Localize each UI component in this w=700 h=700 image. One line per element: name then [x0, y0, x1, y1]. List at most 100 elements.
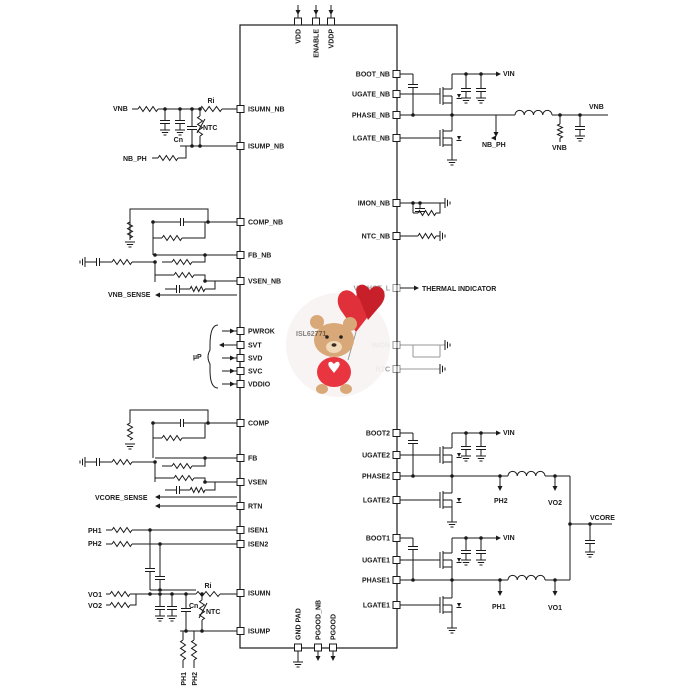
wire: [130, 594, 137, 606]
junction-dot: [153, 253, 157, 257]
arrow-down-icon: [497, 486, 503, 491]
net-ph1-left: PH1: [88, 528, 102, 535]
junction-dot: [588, 522, 592, 526]
ground-icon: [439, 231, 446, 241]
pin-isump_nb: [236, 142, 245, 150]
junction-dot: [148, 528, 152, 532]
arrow-right-icon: [230, 328, 235, 334]
resistor-vsen-nb-2: [189, 285, 206, 293]
ground-icon: [461, 455, 471, 462]
capacitor-boot-nb: [408, 84, 418, 88]
junction-dot: [479, 536, 483, 540]
resistor-comp-2: [161, 434, 183, 442]
pin-label: ISUMP: [248, 629, 271, 636]
mosfet-icon: [439, 491, 462, 509]
junction-dot: [170, 592, 174, 596]
pin-ntc_nb: [392, 232, 401, 240]
wire: [178, 146, 187, 159]
junction-dot: [450, 113, 454, 117]
pin-label: RTN: [248, 504, 262, 511]
pin-rtn: [236, 502, 245, 510]
resistor-comp-nb-2: [161, 234, 183, 242]
bear-snout: [326, 341, 342, 353]
pin-pgood: [329, 643, 337, 652]
net-vo2: VO2: [548, 500, 562, 507]
junction-dot: [190, 107, 194, 111]
pin-label: BOOT2: [366, 431, 390, 438]
pin-label: COMP: [248, 421, 269, 428]
arrow-down-icon: [315, 656, 321, 661]
pin-fb_nb: [236, 251, 245, 259]
junction-dot: [558, 113, 562, 117]
ground-icon: [125, 443, 135, 450]
pin-isen2: [236, 540, 245, 548]
bear-ear: [310, 315, 324, 329]
capacitor: [461, 446, 471, 450]
resistor-fb: [111, 458, 133, 466]
wire: [436, 203, 441, 214]
arrow-down-icon: [295, 10, 301, 15]
capacitor: [145, 568, 155, 572]
resistor-ri-top: [199, 105, 223, 113]
inductor-phase2: [507, 470, 546, 477]
capacitor: [461, 88, 471, 92]
capacitor-fb: [96, 458, 100, 466]
thermistor-ntc-nb: [417, 232, 437, 240]
capacitor-boot1: [408, 546, 418, 550]
pin-label: SVT: [248, 343, 262, 350]
pin-label: FB: [248, 456, 257, 463]
capacitor: [575, 126, 585, 130]
pin-phase1: [392, 576, 401, 584]
resistor-vnb-out: [556, 123, 564, 139]
junction-dot: [498, 474, 502, 478]
pin-label: PGOOD_NB: [316, 600, 323, 640]
net-ph2-bottom: PH2: [192, 672, 199, 686]
pin-vdd: [294, 17, 302, 26]
arrow-right-icon: [230, 368, 235, 374]
net-nb-ph-right: NB_PH: [482, 142, 506, 149]
resistor-comp-nb: [126, 221, 134, 239]
arrow-right-icon: [230, 355, 235, 361]
pin-label: ISEN2: [248, 542, 268, 549]
junction-dot: [148, 592, 152, 596]
junction-dot: [464, 431, 468, 435]
net-vo2-left: VO2: [88, 603, 102, 610]
pin-isumn_nb: [236, 105, 245, 113]
arrow-down-icon: [552, 591, 558, 596]
net-vcore: VCORE: [590, 515, 615, 522]
junction-dot: [203, 480, 207, 484]
pin-label: PHASE_NB: [352, 113, 390, 120]
capacitor: [155, 606, 165, 610]
pin-imon_nb: [392, 199, 401, 207]
junction-dot: [411, 578, 415, 582]
ground-icon: [575, 135, 585, 142]
junction-dot: [198, 107, 202, 111]
pin-label: SVD: [248, 356, 262, 363]
net-vo1-left: VO1: [88, 592, 102, 599]
ground-icon: [444, 198, 451, 208]
pin-svc: [236, 367, 245, 375]
pin-isumn: [236, 589, 245, 597]
capacitor: [585, 540, 595, 544]
thermistor-ntc-top: [196, 115, 204, 137]
resistor-isen2: [111, 540, 133, 548]
junction-dot: [203, 279, 207, 283]
pin-imon: [392, 341, 401, 349]
arrow-right-icon: [414, 285, 419, 291]
capacitor: [476, 88, 486, 92]
pin-lgate2: [392, 496, 401, 504]
pin-label: BOOT_NB: [356, 72, 390, 79]
ground-icon: [79, 257, 86, 267]
junction-dot: [200, 629, 204, 633]
capacitor-vsen: [176, 486, 180, 494]
net-thermal-indicator: THERMAL INDICATOR: [422, 286, 496, 293]
wire: [182, 423, 206, 439]
pin-label: PGOOD: [331, 614, 338, 640]
capacitor: [476, 446, 486, 450]
net-ph2: PH2: [494, 498, 508, 505]
capacitor-fb-nb: [96, 258, 100, 266]
mosfet-icon: [439, 129, 462, 147]
capacitor-vsen-nb: [176, 285, 180, 293]
pin-ntc: [392, 365, 401, 373]
junction-dot: [158, 588, 162, 592]
